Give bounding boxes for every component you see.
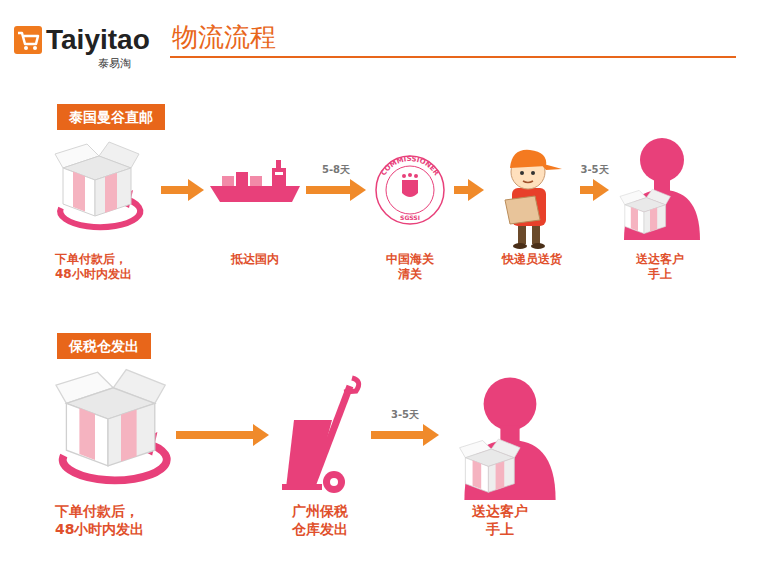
logo-text: Taiyitao [46, 24, 150, 56]
section-band: 保税仓发出 [57, 333, 151, 359]
package-icon [56, 370, 167, 481]
arrow-shaft [306, 186, 354, 194]
hand-truck [323, 471, 345, 493]
courier-figure [510, 150, 546, 168]
flow-arrow [306, 179, 366, 201]
hand-truck [282, 378, 359, 493]
step-caption: 下单付款后， 48小时内发出 [55, 503, 167, 538]
arrow-shaft [161, 186, 192, 194]
courier-figure [505, 196, 540, 224]
customer-figure [620, 138, 700, 240]
flow-arrow [371, 424, 439, 446]
edge-label: 5-8天 [320, 164, 352, 176]
step-caption: 快递员送货 [490, 252, 574, 267]
flow-arrow [580, 179, 609, 201]
step-caption: 送达客户 手上 [465, 503, 535, 538]
stamp-text: SGSSI [400, 214, 420, 221]
package-icon [55, 142, 140, 227]
cargo-ship [272, 168, 286, 186]
step-caption: 抵达国内 [210, 252, 300, 267]
arrow-shaft [176, 431, 257, 439]
process-step: 送达客户 手上 [615, 148, 705, 286]
section-band: 泰国曼谷直邮 [57, 104, 165, 130]
courier-figure [520, 171, 524, 175]
customs-stamp [414, 174, 418, 178]
cargo-ship [250, 176, 262, 186]
logo-cart-icon [18, 33, 38, 44]
edge-label: 3-5天 [578, 164, 610, 176]
courier-figure [531, 243, 545, 249]
flow-arrow [454, 179, 484, 201]
flow-arrow [161, 179, 204, 201]
process-step: 广州保税 仓库发出 [275, 378, 365, 542]
cargo-ship [210, 160, 300, 202]
cargo-ship [210, 186, 300, 202]
logo-cart-icon [33, 46, 37, 50]
hand-truck [330, 478, 338, 486]
process-step: 抵达国内 [210, 148, 300, 271]
courier-figure [540, 163, 562, 170]
logo-subtext: 泰易淘 [98, 57, 131, 70]
cargo-ship [275, 172, 283, 175]
arrow-head [468, 179, 484, 201]
cargo-ship [222, 176, 234, 186]
courier-figure [513, 243, 527, 249]
arrow-head [253, 424, 269, 446]
step-caption: 送达客户 手上 [630, 252, 690, 282]
flow-arrow [176, 424, 269, 446]
customs-stamp [386, 166, 434, 214]
step-caption: 下单付款后， 48小时内发出 [55, 252, 150, 282]
cargo-ship [236, 172, 248, 186]
edge-label: 3-5天 [389, 409, 421, 421]
arrow-head [593, 179, 609, 201]
arrow-head [423, 424, 439, 446]
logo-cart-icon [14, 26, 42, 54]
title-rule [170, 56, 736, 58]
arrow-shaft [371, 431, 427, 439]
cargo-ship [276, 160, 281, 168]
hand-truck [282, 484, 322, 490]
courier-figure [531, 171, 535, 175]
section-title: 保税仓发出 [69, 337, 139, 355]
logo-cart-icon [24, 46, 28, 50]
process-step: 快递员送货 [490, 148, 574, 271]
customs-stamp: COMMISSIONER SGSSI [376, 155, 444, 224]
courier-figure [505, 150, 562, 249]
customs-stamp [402, 174, 406, 178]
step-caption: 广州保税 仓库发出 [280, 503, 360, 538]
section-title: 泰国曼谷直邮 [69, 108, 153, 126]
courier-figure [523, 181, 533, 183]
logo-cart-icon [14, 26, 42, 54]
step-caption: 中国海关 清关 [380, 252, 440, 282]
customer-figure [460, 378, 556, 500]
process-step: 中国海关 清关 [372, 148, 448, 286]
arrow-head [188, 179, 204, 201]
stamp-text: COMMISSIONER [379, 155, 440, 178]
process-step: 下单付款后， 48小时内发出 [55, 378, 170, 542]
process-step: 送达客户 手上 [445, 378, 555, 542]
stamp-text: COMMISSIONER [379, 155, 440, 178]
page-title: 物流流程 [172, 21, 276, 53]
customs-stamp [408, 173, 412, 177]
customs-stamp [402, 180, 418, 197]
process-step: 下单付款后， 48小时内发出 [55, 148, 155, 286]
arrow-head [350, 179, 366, 201]
